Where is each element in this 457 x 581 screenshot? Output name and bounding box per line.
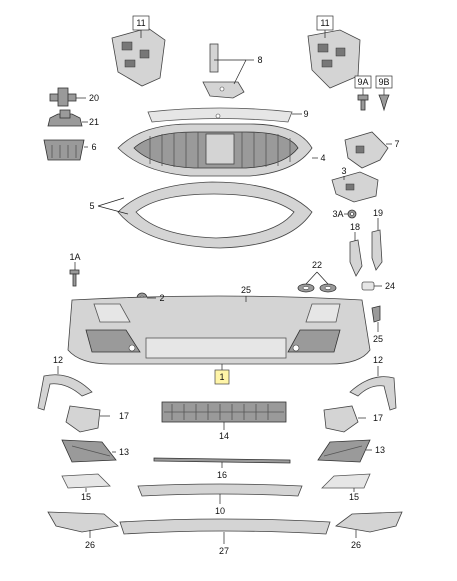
callout-21: 21	[89, 117, 99, 127]
callout-17-right: 17	[373, 413, 383, 423]
part-9b-clip	[378, 94, 390, 112]
part-8-clip-set	[202, 43, 245, 99]
part-11-right-bracket	[307, 29, 361, 89]
callout-12-right: 12	[373, 355, 383, 365]
part-17-left-bracket	[65, 405, 101, 433]
callout-10: 10	[215, 506, 225, 516]
callout-11-right: 11	[320, 18, 329, 28]
part-6-grille-insert	[43, 139, 85, 161]
part-10-lower-lip	[137, 483, 303, 497]
callout-labels: 11 8 11 20 9A 9B 9 21 6 7	[53, 15, 400, 556]
callout-4: 4	[320, 153, 325, 163]
callout-3: 3	[341, 166, 346, 176]
callout-9b: 9B	[378, 77, 389, 87]
callout-9a: 9A	[357, 77, 368, 87]
callout-3a: 3A	[332, 209, 343, 219]
callout-14: 14	[219, 431, 229, 441]
callout-15-right: 15	[349, 492, 359, 502]
callout-1a: 1A	[69, 252, 80, 262]
callout-26-right: 26	[351, 540, 361, 550]
part-11-left-bracket	[111, 27, 166, 87]
part-13-left-grille	[61, 439, 117, 463]
part-12-left-trim	[37, 374, 93, 411]
callout-11-left: 11	[136, 18, 145, 28]
part-25-clip-right	[371, 305, 381, 323]
callout-25-right: 25	[373, 334, 383, 344]
part-17-right-bracket	[323, 405, 359, 433]
part-27-lower-spoiler	[119, 518, 331, 535]
callout-12-left: 12	[53, 355, 63, 365]
callout-8: 8	[257, 55, 262, 65]
part-4-radiator-grille	[117, 123, 313, 177]
leader-5-b	[97, 205, 129, 215]
part-26-right-spoiler	[335, 511, 403, 533]
part-16-chrome-strip	[153, 457, 291, 464]
callout-24: 24	[385, 281, 395, 291]
part-15-right-trim	[321, 473, 371, 489]
part-14-lower-grille	[161, 401, 287, 423]
callout-26-left: 26	[85, 540, 95, 550]
callout-5: 5	[89, 201, 94, 211]
callout-25-top: 25	[241, 285, 251, 295]
callout-20: 20	[89, 93, 99, 103]
part-5-grille-frame	[117, 181, 313, 249]
callout-22: 22	[312, 260, 322, 270]
callout-13-right: 13	[375, 445, 385, 455]
part-3-bracket	[331, 171, 379, 203]
callout-15-left: 15	[81, 492, 91, 502]
part-9-top-trim	[147, 107, 293, 123]
part-26-left-spoiler	[47, 511, 119, 533]
callout-2: 2	[159, 293, 164, 303]
leader-22-a	[305, 271, 318, 285]
callout-7: 7	[394, 139, 399, 149]
part-12-right-trim	[349, 376, 397, 411]
part-3a-nut	[347, 209, 357, 219]
callout-6: 6	[91, 142, 96, 152]
callout-17-left: 17	[119, 411, 129, 421]
part-20-clip	[49, 87, 77, 107]
part-15-left-trim	[61, 473, 111, 489]
part-22-washers	[297, 283, 337, 293]
part-9a-bolt	[357, 94, 369, 111]
label-box-11-right	[316, 15, 334, 31]
label-box-11-left	[132, 15, 150, 31]
callout-18: 18	[350, 222, 360, 232]
callout-9: 9	[303, 109, 308, 119]
callout-19: 19	[373, 208, 383, 218]
leader-22-b	[316, 271, 329, 285]
part-1a-screw	[69, 269, 80, 287]
leader-8-b	[233, 59, 247, 85]
part-13-right-grille	[317, 439, 371, 463]
callout-16: 16	[217, 470, 227, 480]
callout-1: 1	[219, 372, 224, 382]
part-19-strip	[371, 229, 383, 271]
label-box-1	[214, 369, 230, 385]
callout-13-left: 13	[119, 447, 129, 457]
part-21-clip	[47, 109, 83, 127]
callout-27: 27	[219, 546, 229, 556]
part-1-bumper-cover	[67, 295, 371, 365]
leader-5-a	[97, 197, 125, 207]
part-18-strip	[349, 239, 363, 277]
part-24-cap	[361, 281, 375, 291]
part-7-bracket	[344, 131, 389, 169]
